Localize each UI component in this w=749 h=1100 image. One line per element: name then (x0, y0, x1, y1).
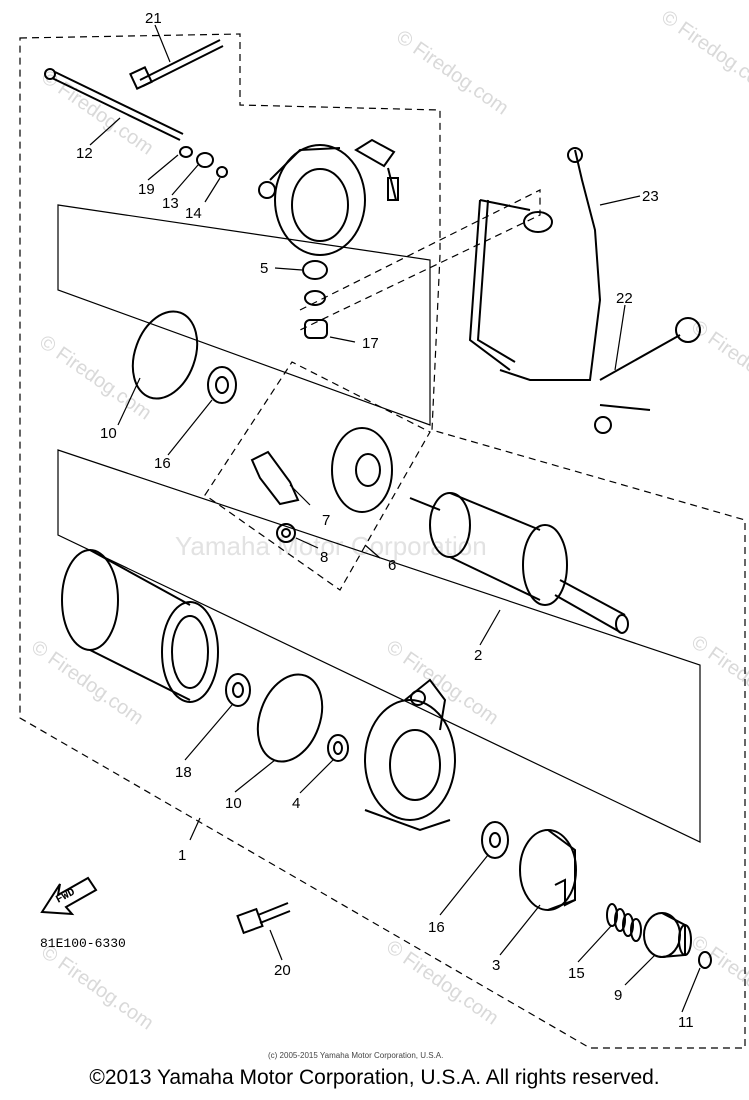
callout-10: 10 (100, 425, 117, 442)
callout-19: 19 (138, 181, 155, 198)
footer-copyright: ©2013 Yamaha Motor Corporation, U.S.A. A… (89, 1066, 660, 1089)
pinion-gear-3-icon (519, 829, 577, 911)
fwd-label: FWD (54, 886, 77, 906)
watermark-company: Yamaha Motor Corporation (175, 531, 487, 561)
small-copyright: (c) 2005-2015 Yamaha Motor Corporation, … (268, 1051, 443, 1060)
callout-20: 20 (274, 962, 291, 979)
callout-12: 12 (76, 145, 93, 162)
washer-18-icon (225, 673, 251, 707)
cable-22-icon (468, 199, 701, 434)
armature-2-icon (409, 492, 629, 634)
o-ring-10-lower-icon (256, 673, 324, 763)
clip-11-icon (698, 951, 712, 969)
rear-cover-icon (258, 138, 399, 256)
callout-16: 16 (154, 455, 171, 472)
callout-15: 15 (568, 965, 585, 982)
callout-10-lower: 10 (225, 795, 242, 812)
watermark: © Firedog.com (687, 316, 749, 409)
o-ring-10-icon (131, 310, 199, 400)
callout-4: 4 (292, 795, 300, 812)
callouts: 21 12 19 13 14 5 17 23 22 10 16 7 8 6 2 … (76, 10, 694, 1031)
fwd-arrow-icon: FWD (40, 876, 98, 916)
watermark: © Firedog.com (392, 26, 512, 119)
front-cover-icon (364, 678, 456, 832)
clip-8-icon (276, 523, 296, 543)
callout-6: 6 (388, 557, 396, 574)
callout-14: 14 (185, 205, 202, 222)
stopper-9-icon (643, 912, 692, 958)
callout-5: 5 (260, 260, 268, 277)
part-code: 81E100-6330 (40, 936, 126, 951)
callout-17: 17 (362, 335, 379, 352)
callout-16-lower: 16 (428, 919, 445, 936)
assembly-boundary (19, 33, 746, 1049)
cable-23-icon (479, 147, 602, 381)
callout-18: 18 (175, 764, 192, 781)
spring-15-icon (606, 903, 642, 942)
watermark: © Firedog.com (657, 6, 749, 99)
brush-7-icon (250, 450, 300, 506)
callout-13: 13 (162, 195, 179, 212)
callout-9: 9 (614, 987, 622, 1004)
bearing-4-icon (327, 734, 349, 762)
watermark: © Firedog.com (382, 936, 502, 1029)
callout-11: 11 (678, 1014, 694, 1031)
bushing-17-icon (304, 319, 328, 339)
upper-frame (57, 204, 431, 426)
nut-5-icon (302, 260, 328, 306)
washer-19-icon (179, 146, 193, 158)
watermark: © Firedog.com (687, 631, 749, 724)
through-bolt-12-icon (44, 68, 184, 141)
callout-3: 3 (492, 957, 500, 974)
lower-frame (57, 449, 701, 843)
washer-16-lower-icon (481, 821, 509, 859)
brush-holder-plate-icon (331, 427, 393, 513)
callout-2: 2 (474, 647, 482, 664)
lead-wire-boundary (299, 189, 541, 331)
callout-23: 23 (642, 188, 659, 205)
brush-holder-boundary (204, 361, 431, 591)
yoke-housing-icon (61, 549, 219, 703)
callout-8: 8 (320, 549, 328, 566)
callout-1: 1 (178, 847, 186, 864)
washer-16-icon (207, 366, 237, 404)
callout-7: 7 (322, 512, 330, 529)
callout-21: 21 (145, 10, 162, 27)
bolt-21-icon (129, 39, 224, 90)
washer-14-icon (216, 166, 228, 178)
leader-lines (89, 24, 701, 1013)
watermark: © Firedog.com (37, 941, 157, 1034)
washer-13-icon (196, 152, 214, 168)
bolt-20-icon (236, 902, 291, 935)
callout-22: 22 (616, 290, 633, 307)
